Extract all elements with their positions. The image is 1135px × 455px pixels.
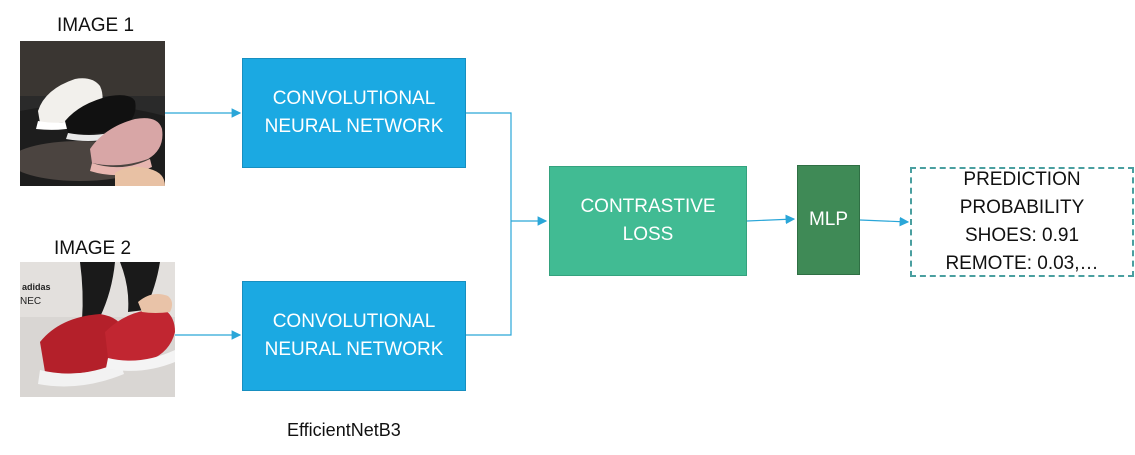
cnn-bottom-line1: CONVOLUTIONAL — [272, 311, 436, 332]
shoe-photo-icon — [20, 41, 165, 186]
prediction-line3: SHOES: 0.91 — [964, 225, 1080, 246]
cnn-top-line1: CONVOLUTIONAL — [272, 88, 436, 109]
backbone-caption: EfficientNetB3 — [287, 420, 401, 440]
brand-text-adidas: adidas — [22, 282, 51, 292]
cnn-box-bottom: CONVOLUTIONAL NEURAL NETWORK — [242, 281, 466, 391]
prediction-line2: PROBABILITY — [959, 197, 1085, 218]
image2-photo: adidas NEC — [20, 262, 175, 397]
prediction-line1: PREDICTION — [963, 169, 1081, 190]
image1-label: IMAGE 1 — [57, 15, 135, 36]
mlp-label: MLP — [808, 209, 849, 230]
brand-text-nec: NEC — [20, 296, 42, 307]
image1-photo — [20, 41, 165, 186]
contrastive-loss-box: CONTRASTIVE LOSS — [549, 166, 747, 276]
sneaker-photo-icon — [20, 262, 175, 397]
prediction-line4: REMOTE: 0.03,… — [945, 253, 1099, 274]
arrow-mlp-to-prediction — [859, 216, 910, 227]
arrow-loss-to-mlp — [746, 214, 796, 225]
cnn-box-top: CONVOLUTIONAL NEURAL NETWORK — [242, 58, 466, 168]
image2-label: IMAGE 2 — [54, 238, 132, 259]
cnn-top-line2: NEURAL NETWORK — [264, 116, 444, 137]
connector-cnn-bottom — [466, 221, 512, 336]
connector-cnn-top — [466, 112, 512, 221]
loss-line1: CONTRASTIVE — [580, 196, 716, 217]
cnn-bottom-line2: NEURAL NETWORK — [264, 339, 444, 360]
prediction-box: PREDICTION PROBABILITY SHOES: 0.91 REMOT… — [910, 167, 1134, 277]
mlp-box: MLP — [797, 165, 860, 275]
loss-line2: LOSS — [622, 224, 674, 245]
